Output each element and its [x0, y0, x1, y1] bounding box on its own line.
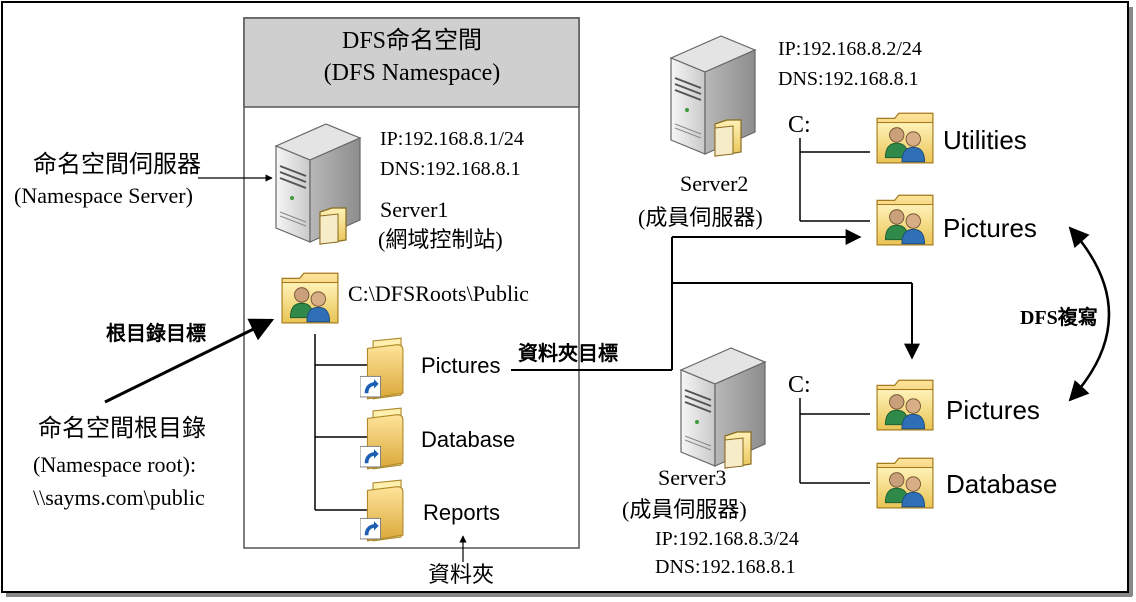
server-tower-icon: [663, 28, 763, 158]
server-tower-icon: [268, 116, 368, 246]
folder-shortcut-icon: [360, 477, 416, 543]
namespace-server-label-line1: 命名空間伺服器: [33, 152, 201, 178]
server3-tree-lines: [799, 398, 870, 484]
folder-caption: 資料夾: [428, 562, 495, 587]
namespace-title-line1: DFS命名空間: [341, 28, 483, 54]
root-target-arrow: [104, 318, 275, 404]
server3-ip: IP:192.168.8.3/24: [655, 528, 799, 550]
folder-shortcut-icon: [360, 335, 416, 401]
dfs-replication-label: DFS複寫: [1020, 307, 1098, 329]
dfs-replication-arrow: [1068, 226, 1111, 402]
shared-users-folder-icon: [874, 453, 936, 511]
server2-dns: DNS:192.168.8.1: [778, 68, 919, 90]
server3-share-database: Database: [946, 469, 1058, 499]
server2-name: Server2: [680, 171, 749, 196]
server1-name: Server1: [380, 197, 449, 222]
namespace-box: [243, 17, 580, 549]
folder-reports: Reports: [423, 500, 501, 525]
server2-tree-lines: [799, 138, 870, 222]
folder-tree-lines: [314, 334, 370, 511]
shared-users-folder-icon: [874, 375, 936, 433]
server3-drive: C:: [788, 372, 811, 398]
server2-drive: C:: [788, 112, 811, 138]
server3-role: (成員伺服器): [622, 497, 747, 522]
folder-shortcut-icon: [360, 405, 416, 471]
root-target-label: 根目錄目標: [106, 323, 206, 345]
server2-role: (成員伺服器): [638, 205, 763, 230]
namespace-server-label-line2: (Namespace Server): [14, 183, 193, 208]
shared-users-folder-icon: [874, 190, 936, 248]
server2-share-pictures: Pictures: [943, 213, 1037, 243]
folder-target-label: 資料夾目標: [518, 343, 618, 365]
server3-dns: DNS:192.168.8.1: [655, 556, 796, 578]
server-tower-icon: [673, 340, 773, 470]
server1-dns: DNS:192.168.8.1: [380, 158, 521, 180]
server3-share-pictures: Pictures: [946, 395, 1040, 425]
namespace-root-label-line3: \\sayms.com\public: [33, 485, 205, 510]
server3-name: Server3: [658, 465, 727, 490]
server1-role: (網域控制站): [378, 227, 503, 252]
shared-users-folder-icon: [874, 108, 936, 166]
server1-ip: IP:192.168.8.1/24: [380, 128, 524, 150]
root-path: C:\DFSRoots\Public: [348, 281, 529, 306]
folder-pictures: Pictures: [421, 353, 501, 378]
server2-share-utilities: Utilities: [943, 125, 1027, 155]
server2-ip: IP:192.168.8.2/24: [778, 38, 922, 60]
shared-users-folder-icon: [279, 268, 341, 326]
namespace-root-label-line2: (Namespace root):: [33, 452, 197, 477]
folder-database: Database: [421, 427, 516, 452]
folder-target-links: [511, 229, 920, 371]
namespace-root-label-line1: 命名空間根目錄: [38, 416, 206, 442]
namespace-title-line2: (DFS Namespace): [323, 60, 501, 86]
